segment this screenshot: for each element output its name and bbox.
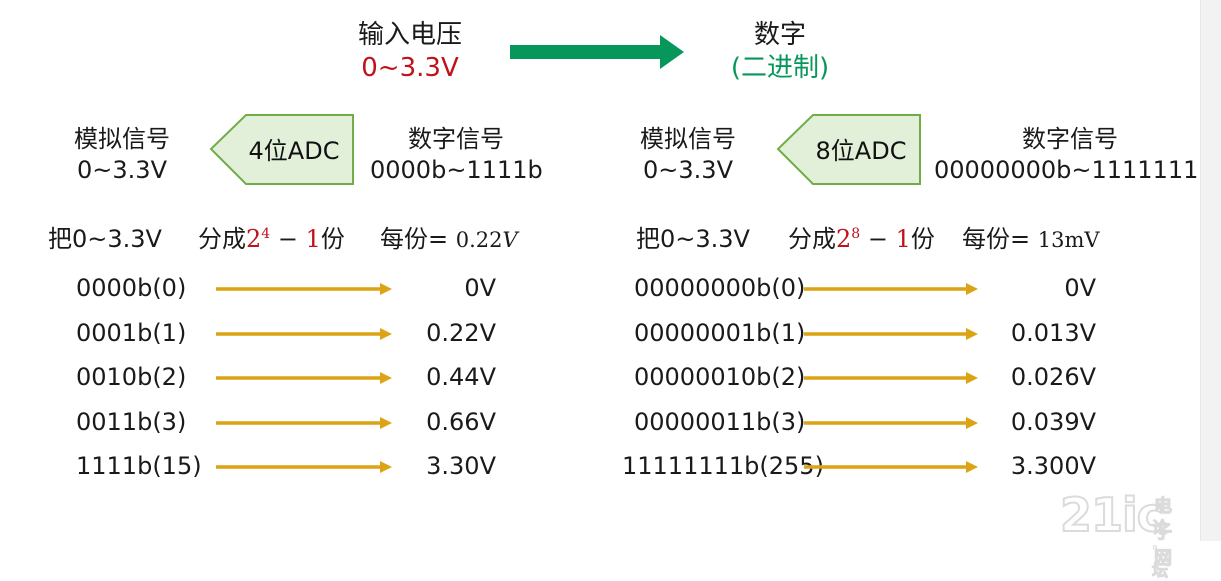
right-analog-range: 0~3.3V: [643, 156, 733, 184]
watermark-text-bottom: 论·坛: [1151, 518, 1169, 581]
left-split-one: 1: [305, 225, 321, 253]
mapping-value: 0.44V: [426, 363, 496, 391]
right-per-value: 13mV: [1037, 228, 1100, 252]
left-per-step: 每份= 0.22V: [380, 227, 518, 251]
mapping-code: 0011b(3): [76, 408, 187, 436]
watermark-logo-text: 21ic: [1059, 487, 1165, 543]
mapping-value: 0V: [1064, 274, 1096, 302]
mapping-arrow: [216, 283, 392, 295]
right-adc-box: [776, 114, 921, 185]
left-split-minus: −: [270, 225, 306, 253]
left-split-exp: 4: [261, 226, 271, 242]
binary-subtitle: (二进制): [730, 53, 830, 83]
mapping-value: 3.300V: [1010, 452, 1096, 480]
right-adc-label: 8位ADC: [815, 137, 907, 165]
right-split-text-a: 分成: [788, 225, 836, 253]
right-split-text-b: 份: [910, 225, 935, 253]
right-per-label: 每份=: [962, 225, 1031, 253]
mapping-value: 0.026V: [1010, 363, 1096, 391]
mapping-value: 0.039V: [1010, 408, 1096, 436]
mapping-value: 0.66V: [426, 408, 496, 436]
mapping-code: 1111b(15): [76, 452, 202, 480]
mapping-arrow: [804, 417, 978, 429]
left-split-base: 2: [246, 225, 262, 253]
mapping-value: 0.22V: [426, 319, 496, 347]
mapping-arrow: [804, 328, 978, 340]
mapping-value: 0.013V: [1010, 319, 1096, 347]
right-split-base: 2: [836, 225, 852, 253]
mapping-code: 00000011b(3): [634, 408, 806, 436]
left-per-label: 每份=: [380, 225, 449, 253]
left-digital-range: 0000b~1111b: [370, 156, 543, 184]
mapping-arrow: [216, 328, 392, 340]
digital-output-label: 数字: [753, 20, 806, 50]
right-split-formula: 分成28 − 1份: [788, 227, 935, 251]
left-split-formula: 分成24 − 1份: [198, 227, 345, 251]
left-per-value: 0.22V: [455, 228, 518, 252]
left-adc-label: 4位ADC: [248, 137, 340, 165]
mapping-arrow: [804, 372, 978, 384]
mapping-code: 00000001b(1): [634, 319, 806, 347]
window-edge: [1200, 0, 1221, 541]
mapping-arrow: [216, 417, 392, 429]
mapping-code: 0001b(1): [76, 319, 187, 347]
conversion-arrow: [510, 35, 684, 69]
right-digital-label: 数字信号: [1022, 125, 1118, 153]
right-split-exp: 8: [851, 226, 861, 242]
right-per-step: 每份= 13mV: [962, 227, 1100, 251]
mapping-arrow: [804, 461, 978, 473]
right-digital-range: 00000000b~11111111b: [934, 156, 1221, 184]
left-digital-label: 数字信号: [408, 125, 504, 153]
right-split-minus: −: [860, 225, 896, 253]
input-voltage-label: 输入电压: [357, 20, 462, 50]
right-split-prefix: 把0~3.3V: [636, 225, 750, 253]
mapping-value: 3.30V: [426, 452, 496, 480]
right-analog-label: 模拟信号: [640, 125, 736, 153]
input-voltage-range: 0~3.3V: [361, 53, 459, 83]
left-analog-label: 模拟信号: [74, 125, 170, 153]
right-split-one: 1: [895, 225, 911, 253]
mapping-value: 0V: [464, 274, 496, 302]
left-analog-range: 0~3.3V: [77, 156, 167, 184]
mapping-code: 11111111b(255): [622, 452, 824, 480]
mapping-arrow: [804, 283, 978, 295]
mapping-arrow: [216, 372, 392, 384]
mapping-code: 0000b(0): [76, 274, 187, 302]
left-split-prefix: 把0~3.3V: [48, 225, 162, 253]
mapping-code: 0010b(2): [76, 363, 187, 391]
mapping-arrow: [216, 461, 392, 473]
mapping-code: 00000010b(2): [634, 363, 806, 391]
mapping-code: 00000000b(0): [634, 274, 806, 302]
left-split-text-b: 份: [320, 225, 345, 253]
left-split-text-a: 分成: [198, 225, 246, 253]
left-adc-box: [209, 114, 354, 185]
